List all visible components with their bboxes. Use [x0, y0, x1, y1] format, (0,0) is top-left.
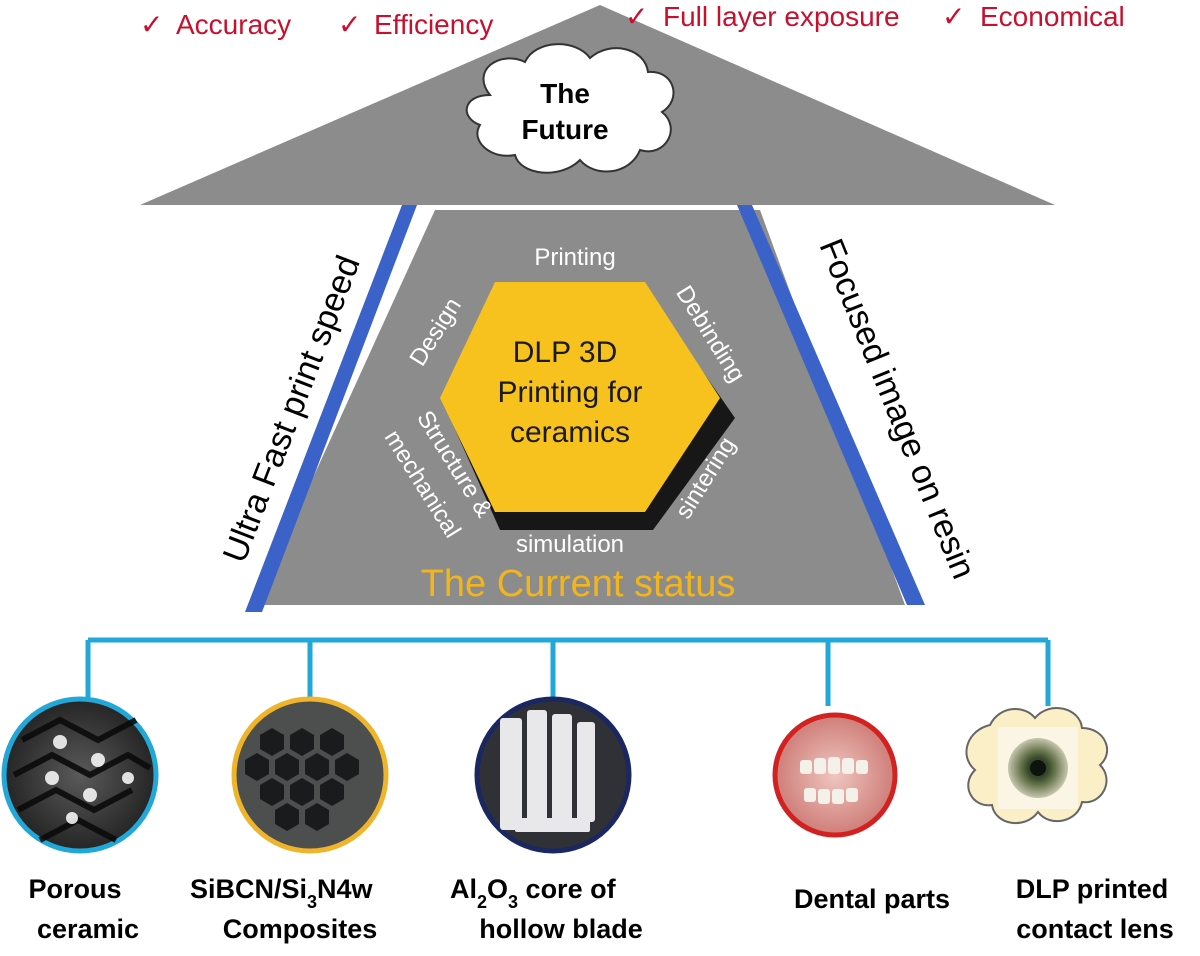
step-simulation: simulation	[516, 531, 624, 558]
app-sibcn-line2: Composites	[223, 914, 378, 944]
center-hexagon	[440, 282, 720, 512]
app-porous-line1: Porous	[28, 874, 121, 904]
cloud-text-line1: The	[540, 78, 590, 109]
check-icon: ✓	[625, 1, 648, 32]
check-icon: ✓	[140, 9, 163, 40]
app-sibcn-line1: SiBCN/Si3N4w	[190, 874, 374, 912]
step-printing: Printing	[534, 244, 615, 271]
hex-text-line3: ceramics	[510, 416, 630, 449]
benefit-accuracy: Accuracy	[176, 9, 291, 40]
app-lens-line2: contact lens	[1016, 914, 1174, 944]
contact-lens-image	[965, 707, 1109, 825]
future-cloud: The Future	[465, 43, 675, 174]
porous-ceramic-image	[1, 696, 159, 854]
app-porous-line2: ceramic	[37, 914, 139, 944]
application-connectors	[85, 637, 1051, 706]
dental-parts-image	[772, 712, 898, 838]
check-icon: ✓	[338, 9, 361, 40]
benefit-full-layer-exposure: Full layer exposure	[663, 1, 900, 32]
benefits-list: ✓ Accuracy ✓ Efficiency ✓ Full layer exp…	[140, 1, 1125, 40]
benefit-economical: Economical	[980, 1, 1125, 32]
right-blue-stripe	[737, 205, 925, 605]
check-icon: ✓	[942, 1, 965, 32]
cloud-text-line2: Future	[521, 114, 608, 145]
hex-text-line2: Printing for	[497, 376, 642, 409]
hollow-blade-image	[474, 696, 632, 854]
sibcn-composite-image	[231, 696, 389, 854]
benefit-efficiency: Efficiency	[374, 9, 493, 40]
app-blade-line2: hollow blade	[479, 914, 643, 944]
app-lens-line1: DLP printed	[1016, 874, 1169, 904]
left-blue-stripe	[245, 205, 417, 612]
hex-text-line1: DLP 3D	[513, 336, 618, 369]
app-dental-line1: Dental parts	[794, 884, 950, 914]
app-blade-line1: Al2O3 core of	[450, 874, 617, 912]
current-status-label: The Current status	[421, 563, 736, 605]
